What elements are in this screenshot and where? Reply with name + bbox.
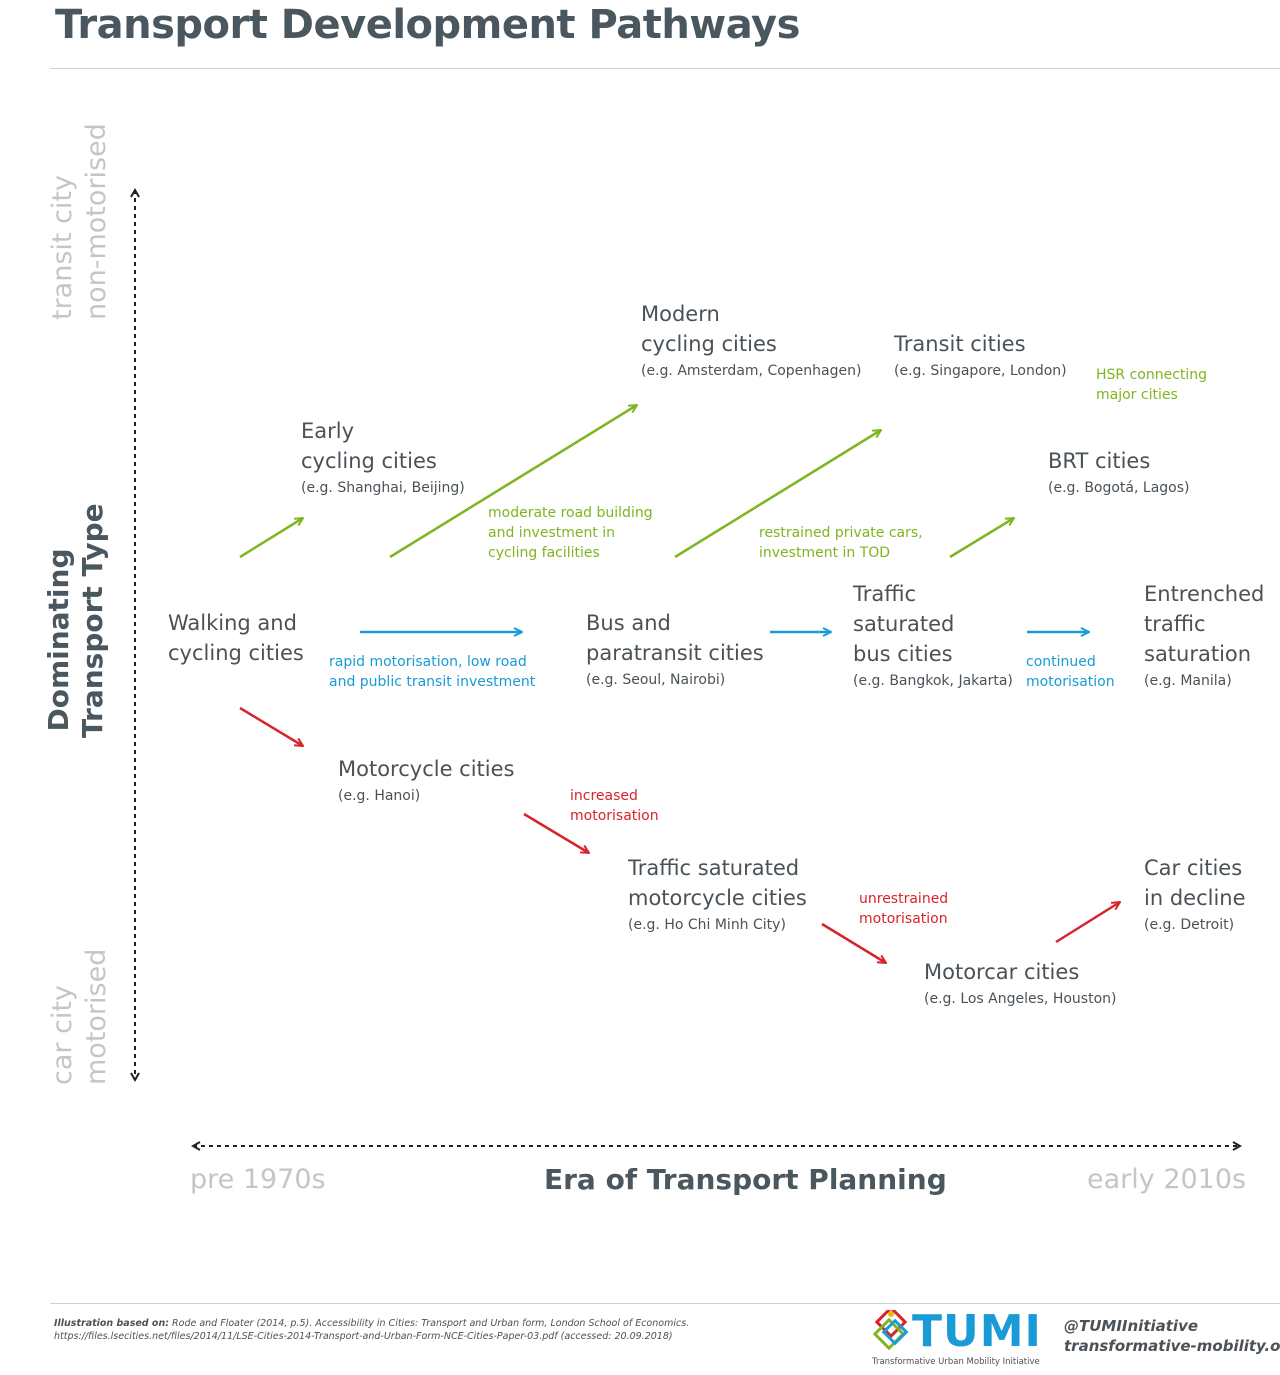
y-axis-top-label: transit city non-motorised — [46, 123, 114, 320]
y-axis-top-line1: transit city — [47, 175, 78, 320]
arrow-to-transit — [674, 430, 881, 559]
node-example: (e.g. Amsterdam, Copenhagen) — [641, 363, 862, 379]
node-traffic-motorcycle: Traffic saturated motorcycle cities (e.g… — [628, 853, 807, 935]
node-title: Bus and paratransit cities — [586, 611, 764, 665]
node-brt: BRT cities (e.g. Bogotá, Lagos) — [1048, 446, 1190, 498]
y-axis-top-line2: non-motorised — [81, 123, 112, 320]
website-link[interactable]: transformative-mobility.org — [1064, 1337, 1280, 1355]
twitter-handle[interactable]: @TUMIInitiative — [1064, 1317, 1199, 1335]
node-example: (e.g. Hanoi) — [338, 788, 421, 804]
y-axis-bottom-line2: motorised — [81, 948, 112, 1085]
y-axis-bottom-line1: car city — [47, 985, 78, 1085]
tumi-logo-subtitle: Transformative Urban Mobility Initiative — [872, 1357, 1040, 1367]
note-unrestrained-motorisation: unrestrained motorisation — [859, 891, 949, 927]
credit-label: Illustration based on: — [54, 1318, 170, 1329]
note-restrained-private-cars: restrained private cars, investment in T… — [759, 525, 923, 561]
node-transit: Transit cities (e.g. Singapore, London) — [894, 329, 1067, 381]
node-example: (e.g. Ho Chi Minh City) — [628, 917, 786, 933]
arrow-to-early-cycling — [239, 518, 303, 559]
footer-credit: Illustration based on: Rode and Floater … — [54, 1317, 844, 1343]
arrow-to-traffic-motorcycle — [523, 812, 589, 853]
node-title: Traffic saturated motorcycle cities — [628, 856, 807, 910]
y-axis-bottom-label: car city motorised — [46, 949, 114, 1085]
node-walking-cycling: Walking and cycling cities — [168, 608, 304, 668]
arrow-to-motorcycle — [239, 706, 303, 746]
node-title: BRT cities — [1048, 449, 1151, 473]
node-bus-paratransit: Bus and paratransit cities (e.g. Seoul, … — [586, 608, 764, 690]
credit-text: Rode and Floater (2014, p.5). Accessibil… — [54, 1318, 690, 1342]
tumi-logo-icon — [872, 1310, 909, 1351]
node-early-cycling: Early cycling cities (e.g. Shanghai, Bei… — [301, 416, 465, 498]
node-example: (e.g. Shanghai, Beijing) — [301, 480, 465, 496]
node-title: Motorcycle cities — [338, 757, 515, 781]
page-title: Transport Development Pathways — [55, 2, 800, 48]
tumi-logo-wordmark: TUMI — [912, 1306, 1042, 1357]
node-example: (e.g. Bangkok, Jakarta) — [853, 673, 1013, 689]
node-title: Motorcar cities — [924, 960, 1080, 984]
node-title: Walking and cycling cities — [168, 611, 304, 665]
node-title: Entrenched traffic saturation — [1144, 582, 1265, 666]
footer-divider — [50, 1303, 1280, 1304]
node-title: Traffic saturated bus cities — [853, 582, 955, 666]
note-moderate-road-building: moderate road building and investment in… — [488, 505, 653, 561]
node-title: Early cycling cities — [301, 419, 437, 473]
node-example: (e.g. Seoul, Nairobi) — [586, 672, 726, 688]
node-example: (e.g. Los Angeles, Houston) — [924, 991, 1117, 1007]
node-title: Transit cities — [894, 332, 1026, 356]
node-motorcycle: Motorcycle cities (e.g. Hanoi) — [338, 754, 514, 806]
node-title: Modern cycling cities — [641, 302, 777, 356]
x-axis-end-label: early 2010s — [1087, 1164, 1247, 1195]
note-hsr: HSR connecting major cities — [1096, 367, 1208, 403]
node-example: (e.g. Singapore, London) — [894, 363, 1067, 379]
x-axis-title: Era of Transport Planning — [544, 1163, 947, 1196]
node-traffic-bus: Traffic saturated bus cities (e.g. Bangk… — [853, 579, 1013, 691]
note-increased-motorisation: increased motorisation — [570, 788, 659, 824]
node-modern-cycling: Modern cycling cities (e.g. Amsterdam, C… — [641, 299, 861, 381]
node-title: Car cities in decline — [1144, 856, 1246, 910]
node-example: (e.g. Detroit) — [1144, 917, 1235, 933]
node-car-decline: Car cities in decline (e.g. Detroit) — [1144, 853, 1246, 935]
node-motorcar: Motorcar cities (e.g. Los Angeles, Houst… — [924, 957, 1116, 1009]
note-rapid-motorisation: rapid motorisation, low road and public … — [329, 654, 536, 690]
arrow-to-car-decline — [1055, 902, 1120, 944]
node-example: (e.g. Bogotá, Lagos) — [1048, 480, 1190, 496]
y-axis-title-line1: Dominating — [42, 548, 75, 732]
note-continued-motorisation: continued motorisation — [1026, 654, 1115, 690]
y-axis-title: Dominating Transport Type — [42, 503, 110, 738]
node-entrenched: Entrenched traffic saturation (e.g. Mani… — [1144, 579, 1264, 691]
node-example: (e.g. Manila) — [1144, 673, 1232, 689]
x-axis-start-label: pre 1970s — [190, 1164, 326, 1195]
arrow-to-motorcar — [821, 922, 886, 963]
title-divider — [50, 68, 1280, 69]
arrow-to-modern-cycling — [389, 405, 637, 559]
y-axis-title-line2: Transport Type — [76, 503, 109, 738]
arrow-to-brt — [949, 518, 1014, 559]
